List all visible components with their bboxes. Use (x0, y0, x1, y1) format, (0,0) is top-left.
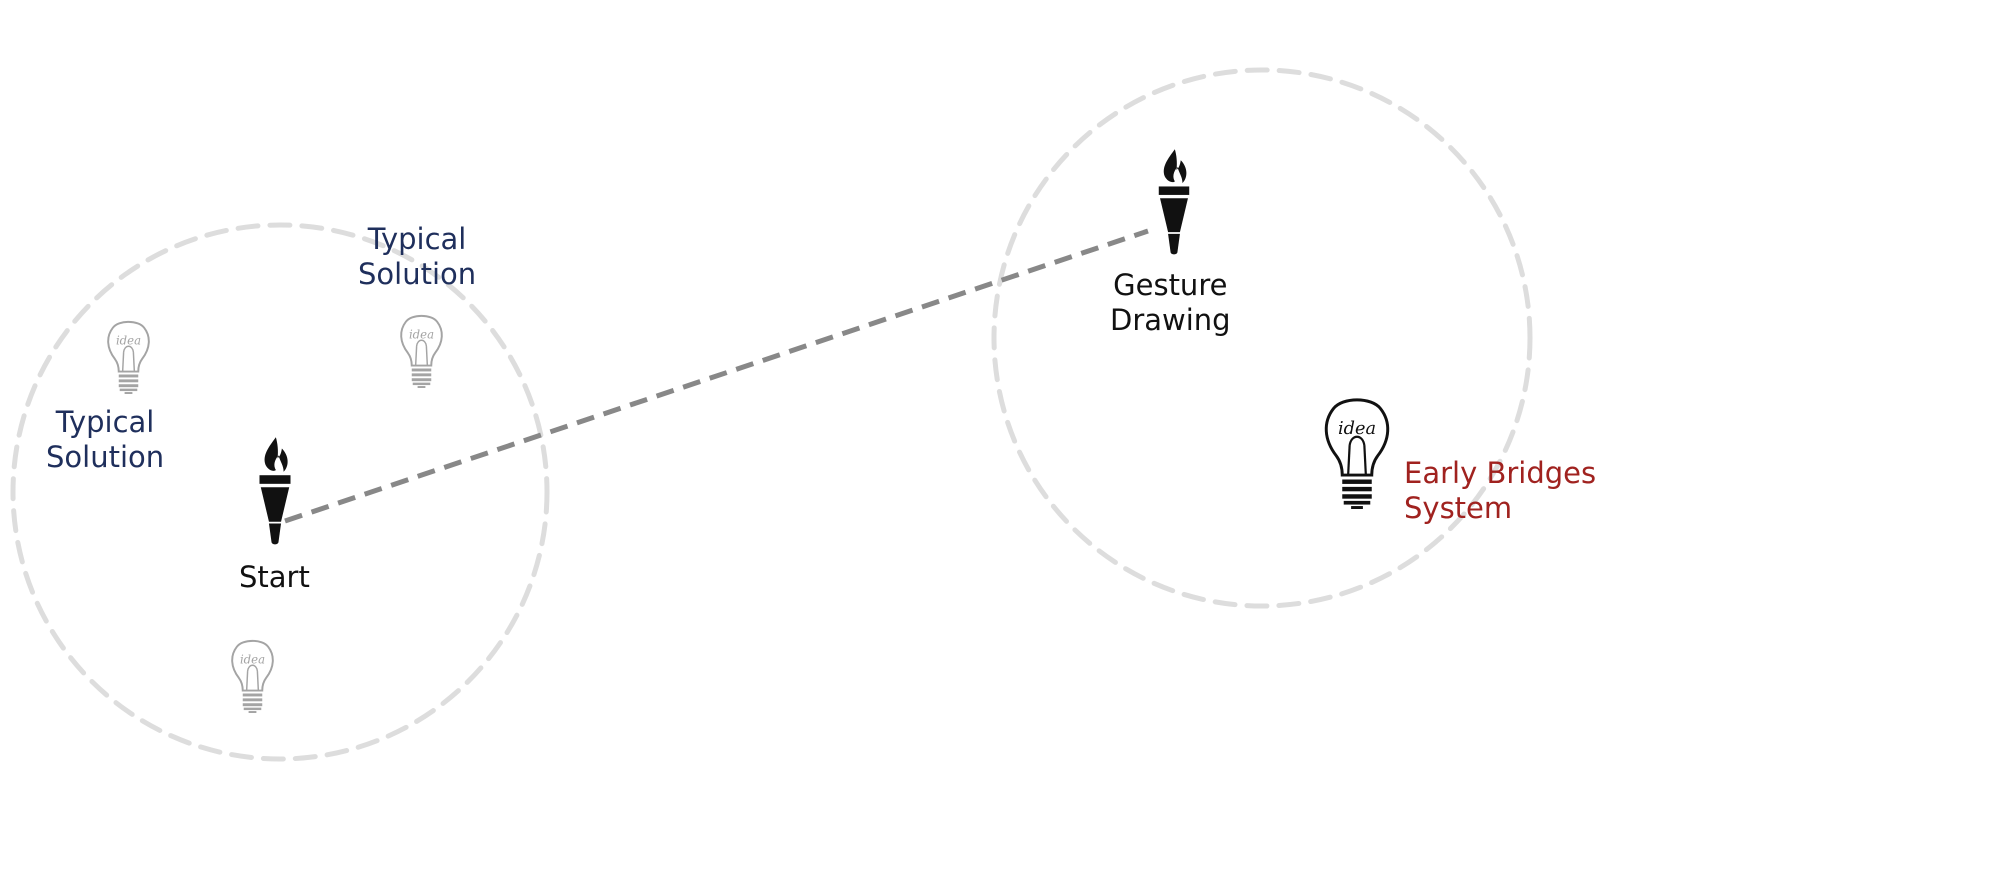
typical-solution-label-left: Typical Solution (46, 405, 164, 475)
early-bridges-label: Early Bridges System (1404, 456, 1596, 526)
start-label-text: Start (239, 560, 310, 594)
gray-lightbulb-icon-top (400, 314, 443, 388)
typical-solution-left-line2: Solution (46, 440, 165, 474)
left-dashed-circle (10, 222, 550, 762)
typical-solution-left-line1: Typical (55, 405, 155, 439)
black-lightbulb-icon (1324, 398, 1390, 509)
gesture-drawing-label: Gesture Drawing (1110, 268, 1231, 338)
gesture-label-line2: Drawing (1110, 303, 1231, 337)
typical-solution-label-top: Typical Solution (358, 222, 476, 292)
typical-solution-top-line1: Typical (367, 222, 467, 256)
gesture-label-line1: Gesture (1113, 268, 1228, 302)
start-label: Start (239, 560, 310, 595)
early-label-line2: System (1404, 491, 1513, 525)
typical-solution-top-line2: Solution (358, 257, 477, 291)
gray-lightbulb-icon-top-left (107, 320, 150, 394)
early-label-line1: Early Bridges (1404, 456, 1597, 490)
gesture-torch-icon (1158, 149, 1190, 255)
right-dashed-circle (991, 67, 1533, 609)
start-to-gesture-connector (284, 228, 1149, 524)
gray-lightbulb-icon-bottom (231, 639, 274, 713)
start-torch-icon (259, 437, 291, 545)
